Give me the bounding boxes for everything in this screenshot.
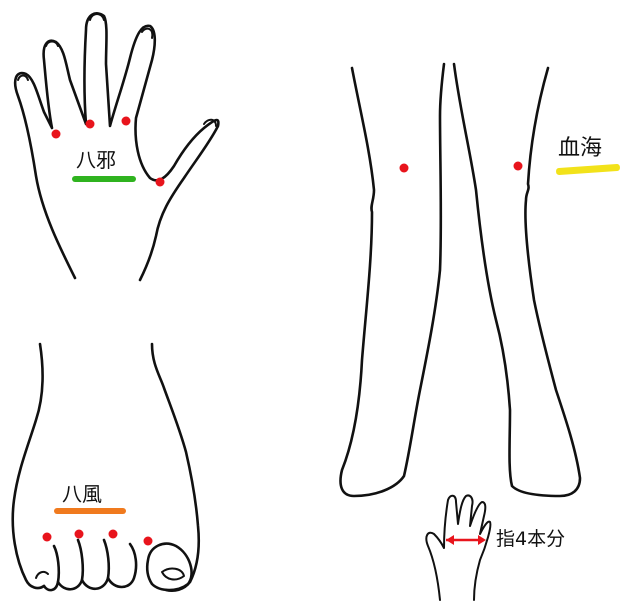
toe-big-nail xyxy=(162,569,184,580)
acupoint-marker xyxy=(52,130,61,139)
acupoint-marker xyxy=(109,530,118,539)
measure-arrow xyxy=(446,535,486,545)
legs-drawing xyxy=(341,64,581,496)
toe-big xyxy=(147,544,191,590)
measure-arrow-head-right xyxy=(478,535,486,545)
knee-label: 血海 xyxy=(558,138,602,160)
toe-1 xyxy=(44,546,59,590)
acupoint-marker xyxy=(144,537,153,546)
acupoint-marker xyxy=(75,530,84,539)
xuehai-points xyxy=(400,162,523,173)
foot-left-outline xyxy=(13,344,44,588)
acupoint-marker xyxy=(122,117,131,126)
nail-middle xyxy=(90,14,104,20)
hand-drawing xyxy=(15,13,218,280)
foot-label-highlight xyxy=(54,508,126,514)
toe-4 xyxy=(108,544,136,587)
bafeng-points xyxy=(43,530,153,546)
nail-little xyxy=(18,76,28,81)
foot-right-outline xyxy=(152,344,199,591)
nail-ring xyxy=(46,42,58,47)
left-leg-outline xyxy=(341,64,445,496)
acupoint-marker xyxy=(43,533,52,542)
right-leg-outline xyxy=(454,64,580,496)
toe-2 xyxy=(58,540,83,589)
hand-label: 八邪 xyxy=(76,150,116,170)
foot-label: 八風 xyxy=(62,484,102,504)
measure-arrow-head-left xyxy=(446,535,454,545)
toe-3 xyxy=(82,540,109,589)
hand-label-highlight xyxy=(72,176,136,182)
nail-index xyxy=(142,29,152,38)
hand-outline xyxy=(15,13,218,280)
acupoint-marker xyxy=(514,162,523,171)
acupoint-marker xyxy=(156,178,165,187)
acupoint-marker xyxy=(400,164,409,173)
measure-hand-drawing xyxy=(426,495,490,600)
measure-hand-outline xyxy=(426,495,490,600)
foot-drawing xyxy=(13,344,199,591)
toe-1-nail xyxy=(36,572,48,578)
acupoint-marker xyxy=(86,120,95,129)
measure-label: 指4本分 xyxy=(496,530,565,549)
